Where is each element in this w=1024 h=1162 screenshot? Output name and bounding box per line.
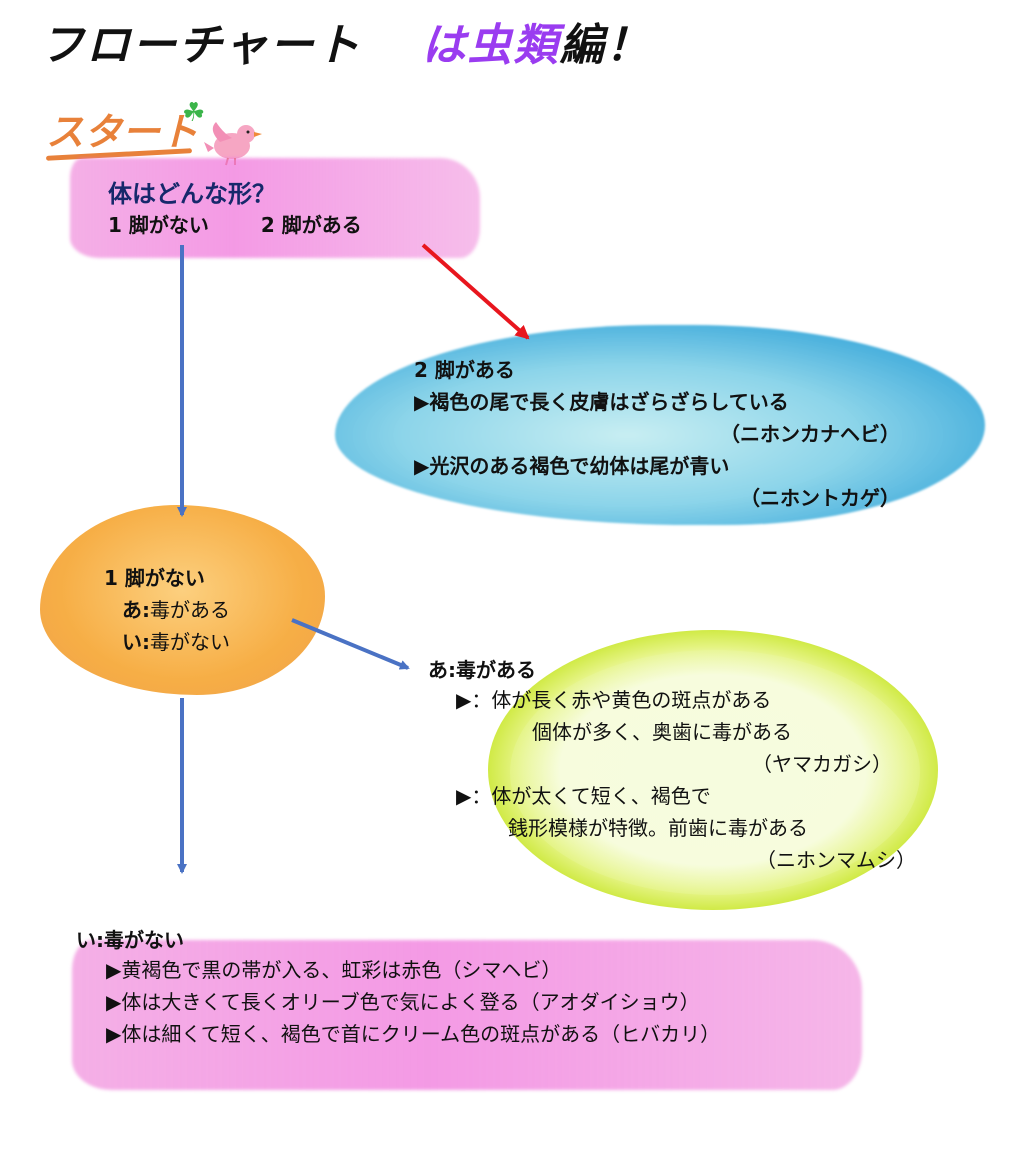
legs-item1: ▶褐色の尾で長く皮膚はざらざらしている [414,390,789,414]
venomous-item1-line2: 個体が多く、奥歯に毒がある [532,720,792,744]
legs-blob [335,325,985,525]
title-suffix: 編！ [559,20,652,71]
nolegs-a-key: あ: [122,598,150,622]
nonvenomous-blob [72,940,862,1090]
question-title: 体はどんな形？ [108,180,276,208]
venomous-item2-line2: 銭形模様が特徴。前歯に毒がある [508,816,808,840]
legs-item1-name: （ニホンカナヘビ） [720,422,900,446]
legs-box: 2 脚がある ▶褐色の尾で長く皮膚はざらざらしている （ニホンカナヘビ） ▶光沢… [414,354,900,514]
question-options: 1 脚がない 2 脚がある [108,209,362,238]
nonvenomous-heading: い:毒がない [76,928,184,952]
option-no-legs: 1 脚がない [108,213,209,237]
nonvenomous-item3: ▶体は細くて短く、褐色で首にクリーム色の斑点がある（ヒバカリ） [106,1022,721,1046]
venomous-heading: あ:毒がある [428,658,536,682]
title-highlight: は虫類 [421,20,560,71]
start-label: スタート [46,110,199,154]
nonvenomous-box: ▶黄褐色で黒の帯が入る、虹彩は赤色（シマヘビ） ▶体は大きくて長くオリーブ色で気… [106,954,720,1050]
nolegs-heading: 1 脚がない [104,566,205,590]
nolegs-a-text: 毒がある [150,598,230,622]
page-title: フローチャート は虫類編！ [40,18,652,74]
title-main: フローチャート [40,20,362,71]
nolegs-blob [40,505,325,695]
venomous-blob-inner [510,650,920,895]
nolegs-box: 1 脚がない あ:毒がある い:毒がない [104,562,230,658]
nolegs-i-text: 毒がない [150,630,230,654]
nolegs-i-key: い: [122,630,150,654]
nolegs-option-a: あ:毒がある [104,594,230,626]
arrow-to-legs [421,243,530,340]
arrow-to-venomous [291,618,410,670]
nonvenomous-item2: ▶体は大きくて長くオリーブ色で気によく登る（アオダイショウ） [106,990,700,1014]
nolegs-option-i: い:毒がない [104,626,230,658]
venomous-item2-name: （ニホンマムシ） [756,848,916,872]
legs-item2: ▶光沢のある褐色で幼体は尾が青い [414,454,730,478]
venomous-item1-name: （ヤマカガシ） [752,752,892,776]
venomous-item1: ▶：体が長く赤や黄色の斑点がある [456,688,772,712]
legs-item2-name: （ニホントカゲ） [740,486,900,510]
venomous-box: ▶：体が長く赤や黄色の斑点がある 個体が多く、奥歯に毒がある （ヤマカガシ） ▶… [456,684,916,876]
question-blob [70,158,480,258]
clover-icon: ☘ [182,98,206,128]
legs-heading: 2 脚がある [414,358,515,382]
venomous-item2: ▶：体が太くて短く、褐色で [456,784,711,808]
option-legs: 2 脚がある [260,213,362,237]
nonvenomous-item1: ▶黄褐色で黒の帯が入る、虹彩は赤色（シマヘビ） [106,958,562,982]
